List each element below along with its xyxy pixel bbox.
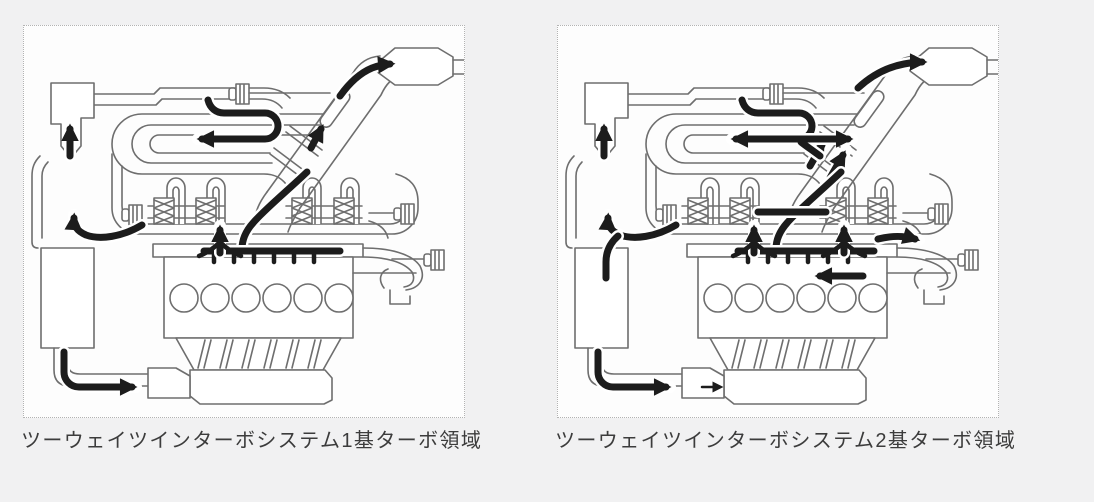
page: ツーウェイツインターボシステム1基ターボ領域 bbox=[21, 25, 1017, 455]
engine-flow-diagram-single bbox=[24, 26, 464, 417]
diagram-panel-single bbox=[23, 25, 465, 418]
flow-arrows-single bbox=[58, 56, 400, 396]
engine-flow-diagram-twin bbox=[558, 26, 998, 417]
flow-arrows-twin bbox=[592, 53, 932, 396]
figure-twin-turbo-region: ツーウェイツインターボシステム2基ターボ領域 bbox=[555, 25, 1017, 455]
diagram-panel-twin bbox=[557, 25, 999, 418]
figure-caption-twin: ツーウェイツインターボシステム2基ターボ領域 bbox=[555, 430, 1017, 452]
figure-caption-single: ツーウェイツインターボシステム1基ターボ領域 bbox=[21, 430, 483, 452]
figure-single-turbo-region: ツーウェイツインターボシステム1基ターボ領域 bbox=[21, 25, 483, 455]
